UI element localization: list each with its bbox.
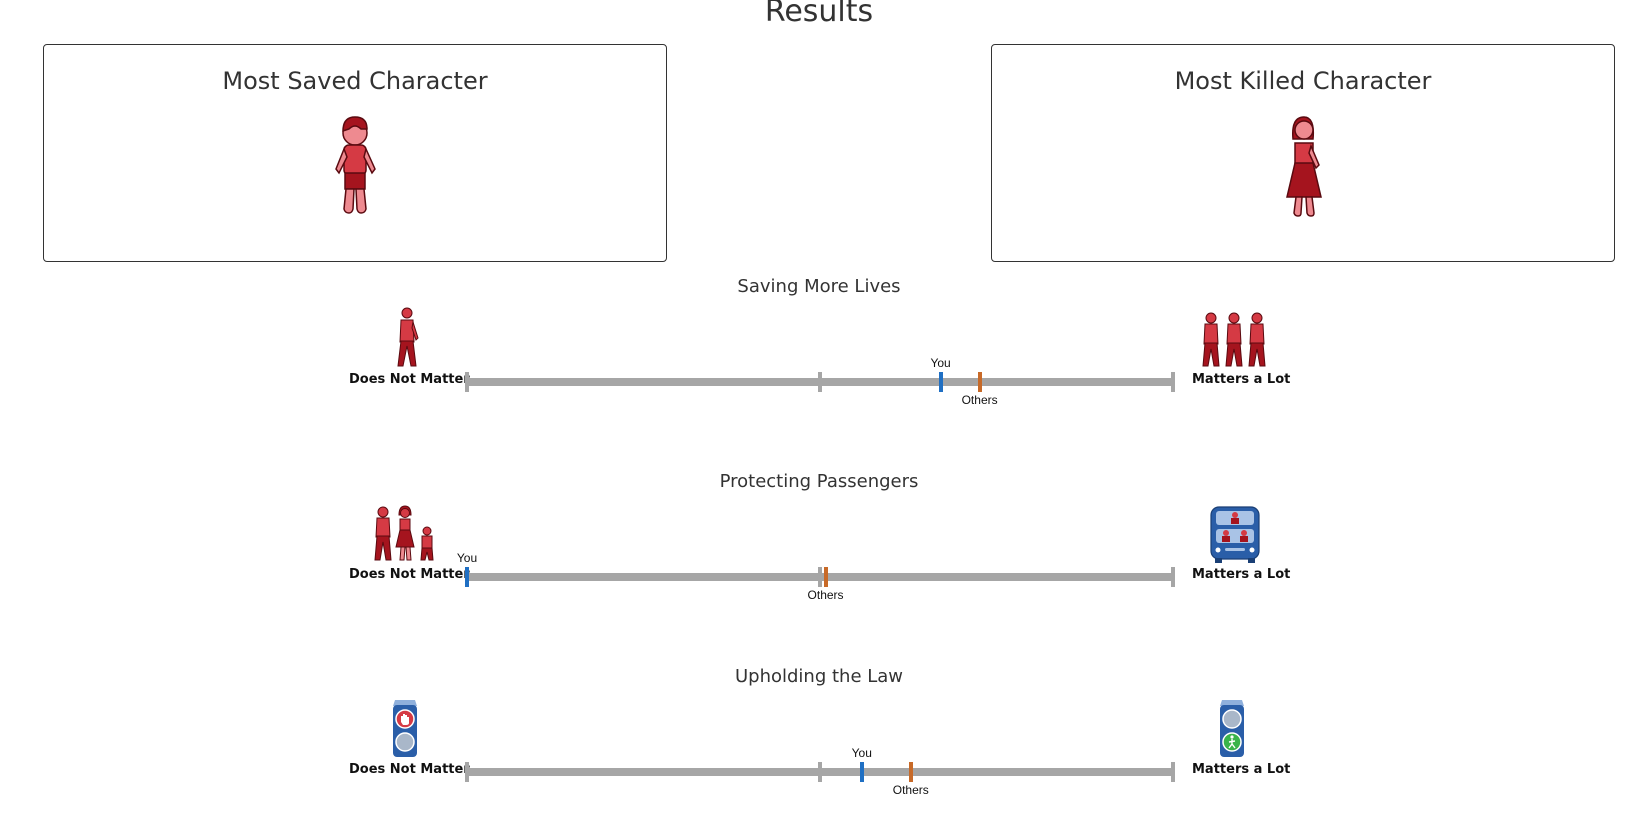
scale-tick-end: [1171, 567, 1175, 587]
you-marker: [859, 762, 864, 782]
others-label: Others: [961, 393, 998, 407]
left-label: Does Not Matter: [349, 762, 470, 777]
scale-tick-start: [465, 762, 469, 782]
page-title: Results: [764, 0, 874, 29]
others-marker: [823, 567, 828, 587]
protecting-passengers-section: Protecting Passengers Does No: [0, 471, 1638, 621]
car-passengers-icon: [1210, 506, 1260, 563]
right-label: Matters a Lot: [1192, 567, 1291, 582]
pedestrians-family-icon: [374, 505, 434, 561]
you-marker: [465, 567, 469, 587]
walk-signal-icon: [1220, 700, 1244, 757]
you-label: You: [456, 551, 478, 565]
left-label: Does Not Matter: [349, 567, 470, 582]
left-label: Does Not Matter: [349, 372, 470, 387]
group-of-people-icon: [1202, 312, 1266, 367]
scale-tick-mid: [818, 762, 822, 782]
most-killed-heading: Most Killed Character: [1174, 67, 1432, 95]
section-title: Upholding the Law: [734, 666, 904, 687]
scale-tick-mid: [818, 372, 822, 392]
you-label: You: [930, 356, 951, 370]
dont-walk-signal-icon: [393, 700, 417, 757]
scale-tick-start: [465, 372, 469, 392]
most-saved-card: Most Saved Character: [43, 44, 667, 262]
scale-tick-end: [1171, 372, 1175, 392]
section-title: Protecting Passengers: [719, 471, 919, 492]
scale-tick-mid: [818, 567, 822, 587]
most-killed-card: Most Killed Character: [991, 44, 1615, 262]
upholding-the-law-section: Upholding the Law Does Not Matter Matter…: [0, 666, 1638, 816]
others-marker: [908, 762, 913, 782]
others-label: Others: [807, 588, 844, 602]
right-label: Matters a Lot: [1192, 762, 1291, 777]
saving-more-lives-section: Saving More Lives Does Not Matter Matter…: [0, 276, 1638, 426]
others-marker: [977, 372, 982, 392]
you-marker: [938, 372, 943, 392]
scale-tick-end: [1171, 762, 1175, 782]
right-label: Matters a Lot: [1192, 372, 1291, 387]
most-saved-heading: Most Saved Character: [222, 67, 488, 95]
boy-icon: [335, 116, 376, 214]
section-title: Saving More Lives: [737, 276, 901, 297]
single-person-icon: [397, 307, 419, 367]
you-label: You: [851, 746, 872, 760]
others-label: Others: [892, 783, 929, 797]
woman-icon: [1286, 116, 1322, 217]
